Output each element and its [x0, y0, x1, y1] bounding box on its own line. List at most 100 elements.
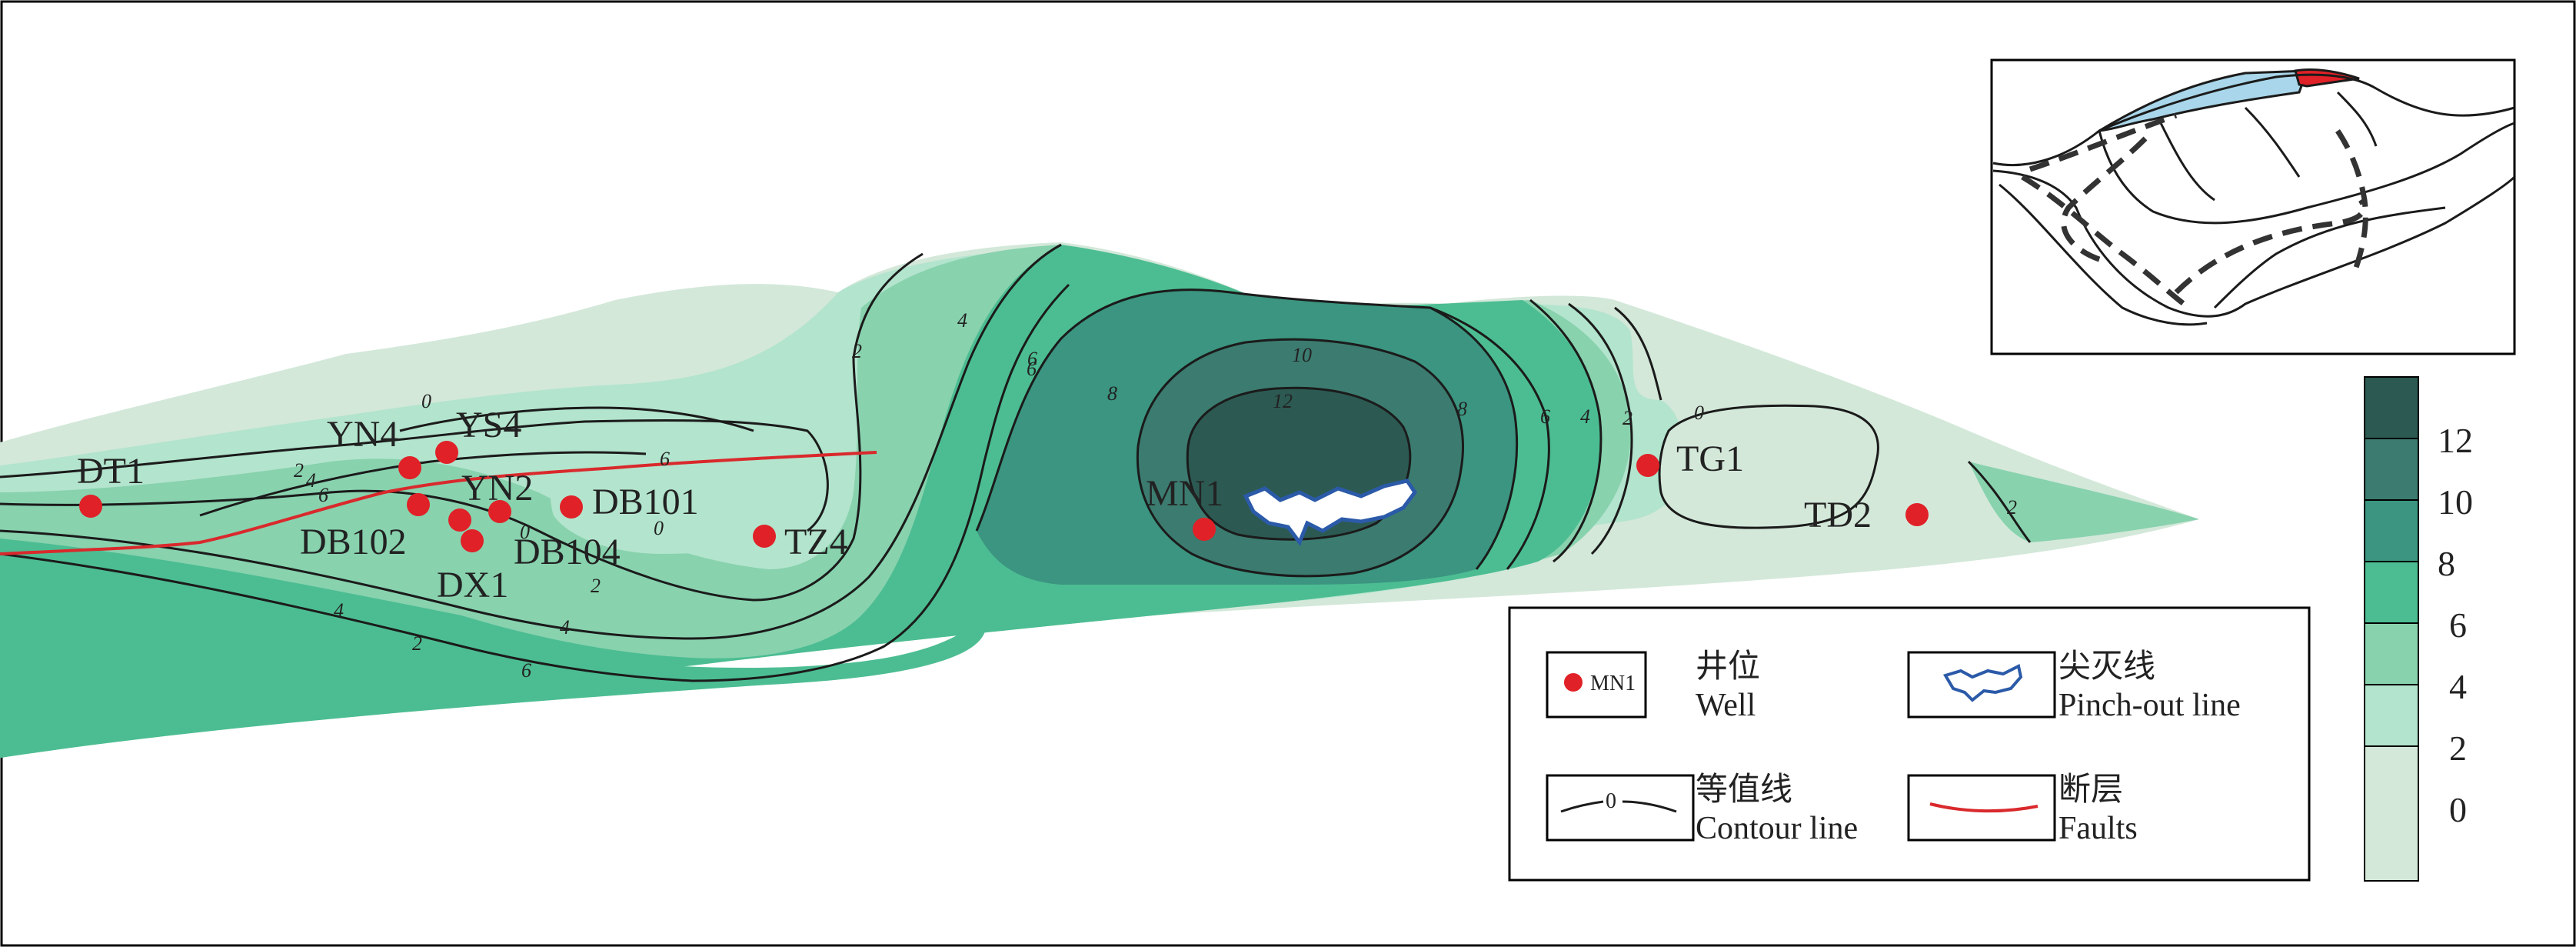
well-marker[interactable] [560, 495, 583, 519]
legend-contour-box [1546, 774, 1695, 842]
contour-line [1568, 302, 1633, 555]
well-marker[interactable] [461, 529, 484, 552]
contour-label: 4 [957, 309, 967, 332]
well-label-db102: DB102 [300, 522, 407, 562]
well-marker[interactable] [1905, 503, 1929, 526]
contour-line [0, 252, 924, 602]
contour-labels: 0 2 4 6 6 2 4 6 0 0 2 4 6 2 4 6 8 10 12 … [294, 309, 2017, 682]
contour-label: 4 [306, 469, 316, 492]
well-label-tg1: TG1 [1676, 438, 1744, 479]
contour-label: 6 [1027, 358, 1037, 380]
contour-line [0, 243, 1062, 640]
contour-label: 0 [520, 521, 530, 543]
scale-swatch [2364, 499, 2419, 562]
legend-pinchout-cn: 尖灭线 [2058, 647, 2155, 685]
well-label-mn1: MN1 [1146, 473, 1223, 514]
contour-label: 4 [1580, 405, 1590, 428]
contour-label: 2 [2007, 496, 2017, 519]
contour-line [1529, 298, 1603, 563]
contour-label: 12 [1273, 390, 1293, 412]
legend-contour-cn: 等值线 [1696, 770, 1792, 808]
contour-line [199, 451, 647, 517]
contour-line [1967, 460, 2032, 543]
pinchout-line [1243, 479, 1418, 547]
legend-fault-cn: 断层 [2058, 770, 2123, 808]
zone-6-sw [0, 569, 987, 758]
scale-tick-label: 6 [2449, 605, 2467, 645]
well-marker[interactable] [753, 525, 776, 548]
well-label-tz4: TZ4 [784, 522, 848, 562]
well-label-ys4: YS4 [456, 405, 521, 445]
well-labels: DT1 YN4 YS4 YN2 DB101 DB102 DB104 DX1 TZ… [77, 405, 1872, 605]
inset-frame [1990, 58, 2516, 355]
contour-label: 6 [660, 448, 670, 470]
scale-swatch [2364, 561, 2419, 624]
contour-label: 2 [412, 632, 422, 655]
contour-label: 2 [294, 459, 304, 482]
inset-location-map [1990, 58, 2516, 355]
zone-2-east [1969, 462, 2199, 542]
contour-line [0, 418, 829, 532]
zone-0-east [1659, 405, 1879, 529]
contour-lines [0, 243, 2032, 682]
well-marker[interactable] [407, 493, 430, 516]
well-marker[interactable] [448, 509, 471, 532]
scale-tick-label: 10 [2438, 482, 2473, 522]
legend-well-dot [1564, 673, 1583, 692]
scale-swatch [2364, 438, 2419, 501]
well-marker[interactable] [1193, 518, 1216, 541]
legend-fault-en: Faults [2058, 811, 2138, 846]
contour-label: 0 [421, 390, 431, 412]
scale-swatch [2364, 745, 2419, 882]
contour-line [399, 406, 754, 432]
contour-label: 8 [1107, 382, 1117, 405]
legend-well-cn: 井位 [1696, 647, 1760, 685]
legend-contour-icon [1622, 800, 1677, 813]
well-label-dt1: DT1 [77, 451, 145, 492]
contour-label: 10 [1292, 344, 1312, 366]
well-marker[interactable] [435, 441, 458, 464]
well-marker[interactable] [488, 500, 511, 523]
well-label-td2: TD2 [1804, 495, 1872, 535]
legend-well-en: Well [1696, 688, 1756, 723]
scale-swatch [2364, 622, 2419, 685]
scale-tick-label: 4 [2449, 667, 2467, 706]
well-marker[interactable] [1636, 454, 1659, 477]
contour-label: 8 [1457, 398, 1467, 420]
color-scale: 12 10 8 6 4 2 0 [2364, 376, 2473, 882]
scale-swatch [2364, 684, 2419, 747]
contour-line [975, 288, 1518, 570]
legend-pinchout-en: Pinch-out line [2058, 688, 2241, 723]
well-label-db104: DB104 [514, 532, 621, 572]
contour-label: 0 [1694, 402, 1704, 424]
scale-tick-label: 2 [2449, 729, 2467, 768]
contour-line [1136, 338, 1464, 578]
legend-fault-box [1907, 774, 2056, 842]
inset-outlines [1992, 73, 2516, 326]
fault-line [0, 451, 877, 555]
contour-label: 6 [1027, 348, 1037, 370]
well-label-db101: DB101 [592, 482, 699, 522]
contour-line [1186, 386, 1412, 541]
contour-label: 0 [654, 517, 664, 539]
legend-contour-en: Contour line [1696, 811, 1858, 846]
inset-study-area-blue [2098, 69, 2309, 132]
scale-tick-label: 12 [2438, 421, 2473, 460]
scale-tick-label: 8 [2438, 544, 2455, 583]
zone-0-west [551, 454, 806, 554]
contour-label: 4 [334, 599, 344, 622]
legend-well-box [1546, 651, 1647, 719]
legend-pinchout-icon [1942, 664, 2023, 702]
well-marker[interactable] [79, 495, 102, 518]
contour-line [1614, 306, 1662, 401]
contour-label: 2 [1622, 407, 1632, 429]
well-label-dx1: DX1 [437, 565, 508, 605]
well-label-yn2: YN2 [461, 468, 533, 509]
scale-tick-label: 0 [2449, 790, 2467, 829]
legend-contour-sample: 0 [1606, 789, 1616, 813]
legend: MN1 井位 Well 尖灭线 Pinch-out line 0 等值线 Con… [1508, 606, 2311, 882]
well-marker[interactable] [398, 456, 421, 479]
contour-line [0, 283, 1070, 682]
legend-well-sample: MN1 [1590, 672, 1636, 695]
